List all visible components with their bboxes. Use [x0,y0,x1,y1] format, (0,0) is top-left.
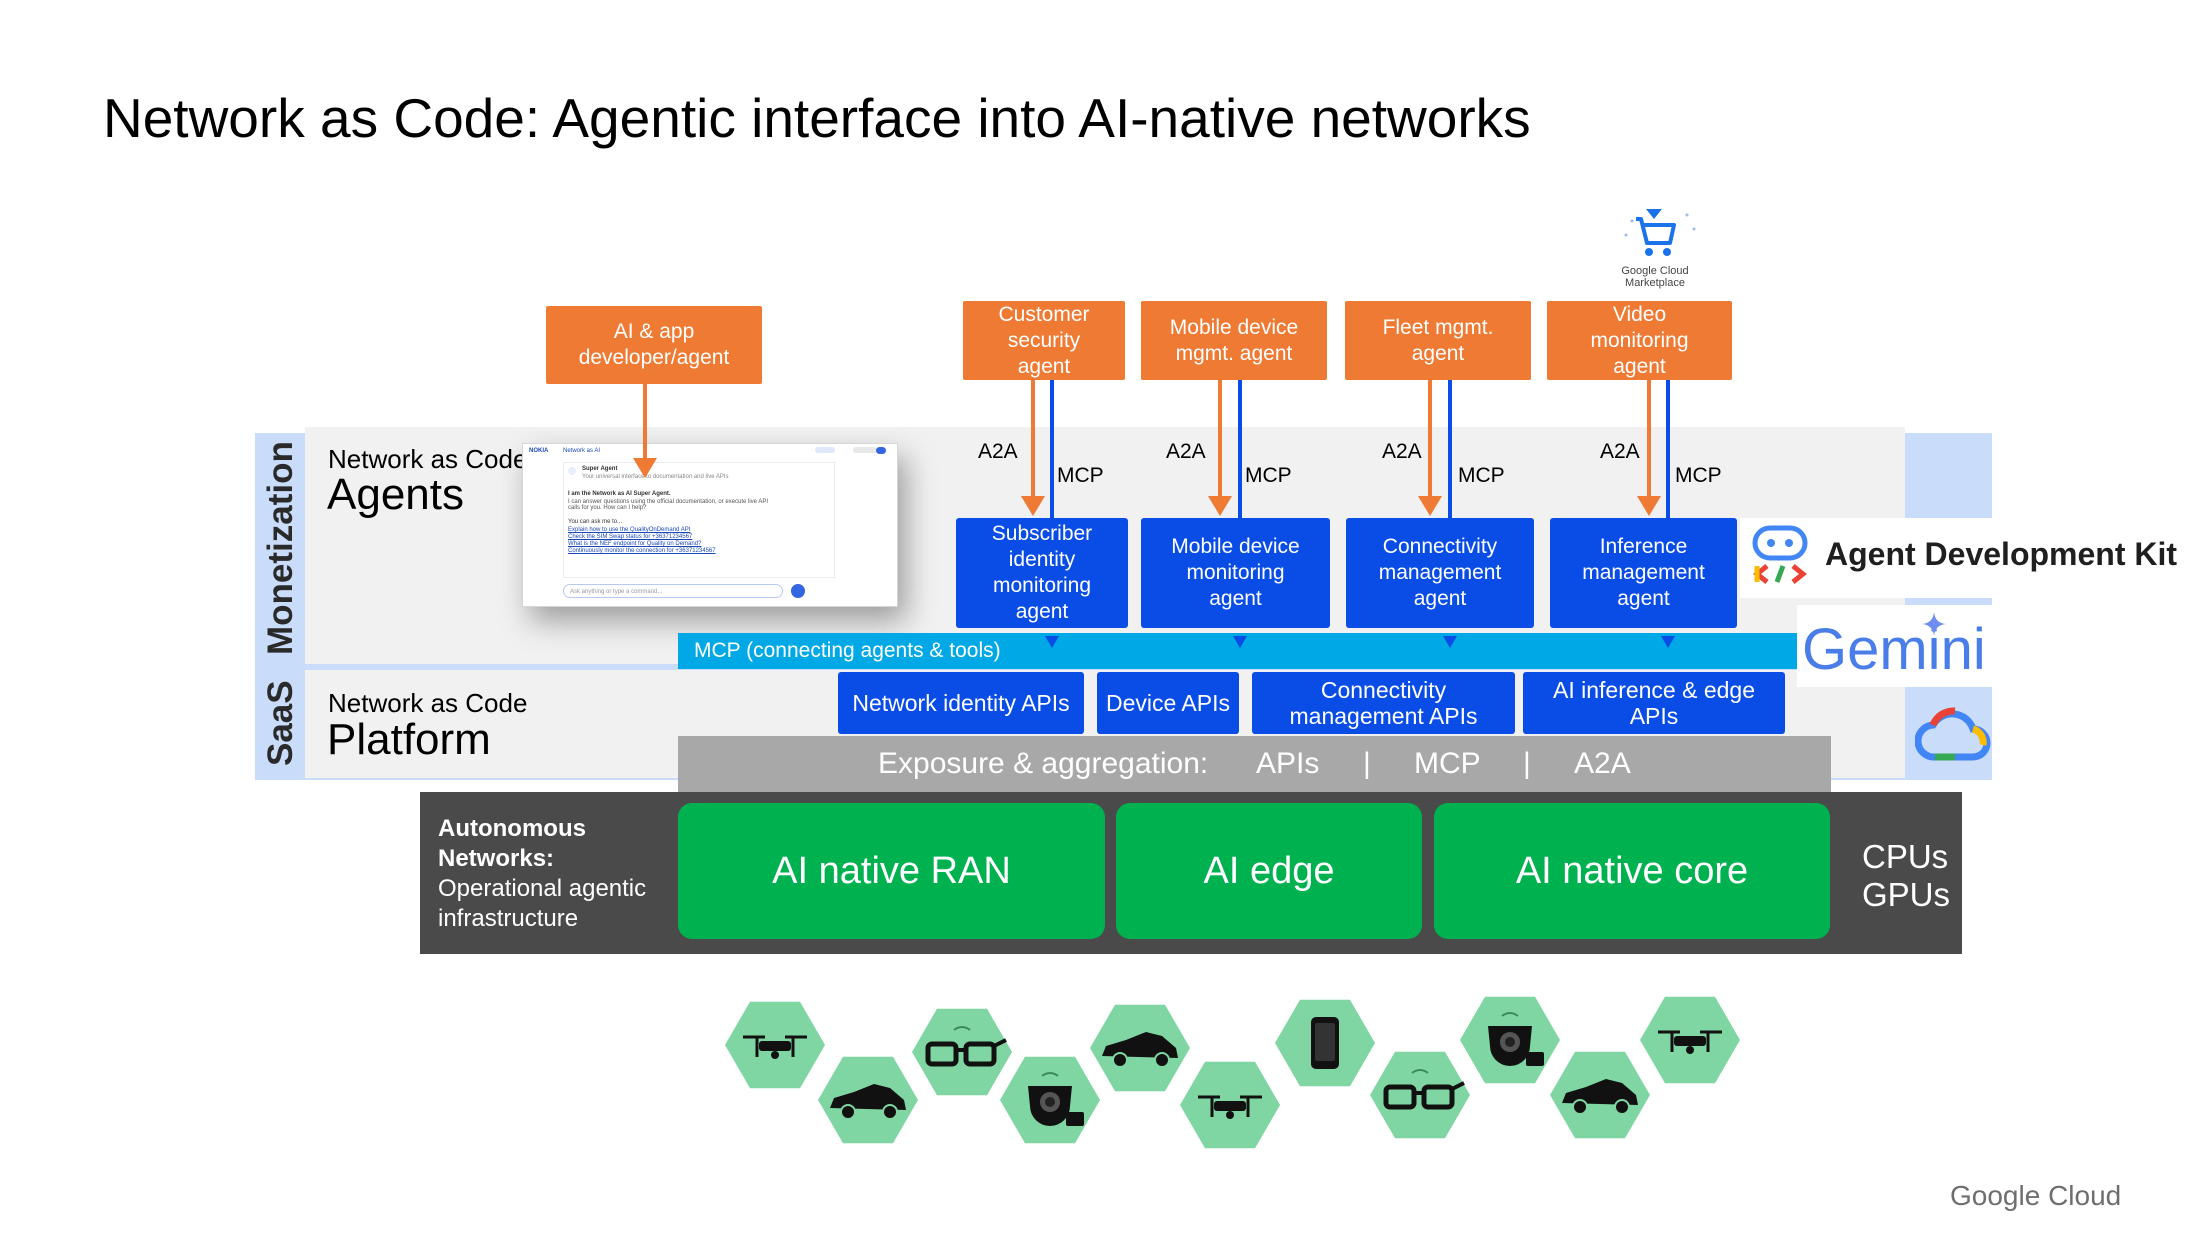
inference-management-agent-box: Inference management agent [1550,518,1737,628]
chat-prompt: You can ask me to... [568,519,623,525]
chat-card: Super Agent Your universal interface to … [563,462,835,578]
device-hexagon [1460,996,1560,1084]
drone-icon [743,1035,807,1059]
camera-icon [1028,1072,1084,1126]
ai-native-core-block: AI native core [1434,803,1830,939]
device-hexagon [1090,1004,1190,1092]
agent-avatar [568,467,576,475]
gemini-logo: Gemini [1802,617,1986,682]
car-icon [1102,1032,1178,1068]
autonomous-subtitle: Operational agentic infrastructure [438,875,647,932]
device-hexagon [1550,1051,1650,1139]
suggestion-link[interactable]: Check the SIM Swap status for +363712345… [568,534,693,540]
adk-logo-panel [1740,518,2160,598]
ai-native-ran-block: AI native RAN [678,803,1105,939]
a2a-label: A2A [1166,440,1206,463]
connectivity-management-agent-box: Connectivity management agent [1346,518,1534,628]
google-cloud-icon [1915,707,1991,761]
platform-layer-title: Platform [327,715,491,764]
exposure-item-apis: APIs [1256,747,1320,780]
platform-layer-subtitle: Network as Code [328,688,528,718]
agents-layer-subtitle: Network as Code [328,444,528,474]
drone-icon [1658,1030,1722,1054]
nokia-logo: NOKIA [529,448,549,454]
mobile-device-monitoring-agent-box: Mobile device monitoring agent [1141,518,1330,628]
customer-security-agent-box: Customer security agent [963,301,1125,380]
car-icon [830,1084,906,1120]
camera-icon [1488,1012,1544,1066]
monetization-label: Monetization [261,441,300,655]
mcp-bar: MCP (connecting agents & tools) [678,633,1798,669]
device-hexagon [1180,1061,1280,1149]
mcp-label: MCP [1057,464,1104,487]
drone-icon [1198,1095,1262,1119]
suggestion-link[interactable]: Continuously monitor the connection for … [568,548,716,554]
device-hexagon [818,1056,918,1144]
cpus-label: CPUs [1862,838,1949,875]
exposure-label: Exposure & aggregation: [878,747,1209,780]
a2a-label: A2A [1382,440,1422,463]
ai-inference-edge-apis-box: AI inference & edge APIs [1523,672,1785,734]
adk-icon [1752,525,1808,584]
autonomous-heading: Autonomous Networks: [438,815,586,872]
chat-intro: I can answer questions using the officia… [568,499,769,511]
gemini-logo-panel [1797,605,1992,687]
device-apis-box: Device APIs [1097,672,1239,734]
connectivity-management-apis-box: Connectivity management APIs [1252,672,1515,734]
phone-icon [1311,1017,1339,1069]
suggestion-link[interactable]: Explain how to use the QualityOnDemand A… [568,527,691,533]
dashboard-button[interactable] [815,447,835,453]
exposure-separator: | [1363,747,1371,780]
ai-edge-block: AI edge [1116,803,1422,939]
a2a-label: A2A [1600,440,1640,463]
toggle-pill[interactable] [853,447,877,453]
exposure-bar: Exposure & aggregation: APIs | MCP | A2A [678,736,1831,793]
car-icon [1562,1079,1638,1115]
suggestion-link[interactable]: What is the NEF endpoint for Quality on … [568,541,702,547]
device-hexagon [1275,999,1375,1087]
agent-name: Super Agent [582,466,618,472]
mcp-label: MCP [1675,464,1722,487]
device-hexagon [912,1008,1012,1096]
page-title: Network as Code: Agentic interface into … [103,87,1531,149]
chat-input[interactable]: Ask anything or type a command... [563,584,783,598]
sparkle-icon [1922,612,1946,636]
adk-label: Agent Development Kit [1825,536,2178,572]
mcp-label: MCP [1458,464,1505,487]
device-hexagon [1370,1051,1470,1139]
network-identity-apis-box: Network identity APIs [838,672,1084,734]
a2a-label: A2A [978,440,1018,463]
video-monitoring-agent-box: Video monitoring agent [1547,301,1732,380]
send-button[interactable] [791,584,805,598]
cart-icon [1624,209,1696,256]
exposure-item-mcp: MCP [1414,747,1481,780]
gpus-label: GPUs [1862,876,1951,913]
agents-layer-title: Agents [327,470,464,519]
marketplace-label: Google Cloud Marketplace [1621,265,1689,289]
device-hexagon [725,1001,825,1089]
saas-label: SaaS [261,680,300,766]
super-agent-screenshot: NOKIA Network as AI Super Agent Your uni… [522,443,898,607]
chat-greeting: I am the Network as AI Super Agent. [568,491,671,497]
subscriber-identity-agent-box: Subscriber identity monitoring agent [956,518,1128,628]
mcp-label: MCP [1245,464,1292,487]
google-cloud-footer: Google Cloud [1950,1180,2122,1211]
exposure-separator: | [1523,747,1531,780]
toggle-pill-active[interactable] [876,447,886,454]
device-hexagon [1000,1056,1100,1144]
app-title: Network as AI [563,448,601,454]
developer-agent-box: AI & app developer/agent [546,306,762,384]
glasses-icon [1383,1069,1465,1110]
device-hexagon [1640,996,1740,1084]
marketplace-logo: Google Cloud Marketplace [1590,205,1720,289]
exposure-item-a2a: A2A [1574,747,1631,780]
fleet-mgmt-agent-box: Fleet mgmt. agent [1345,301,1531,380]
glasses-icon [925,1026,1007,1067]
agent-subtitle: Your universal interface to documentatio… [582,474,729,480]
mobile-device-mgmt-agent-box: Mobile device mgmt. agent [1141,301,1327,380]
